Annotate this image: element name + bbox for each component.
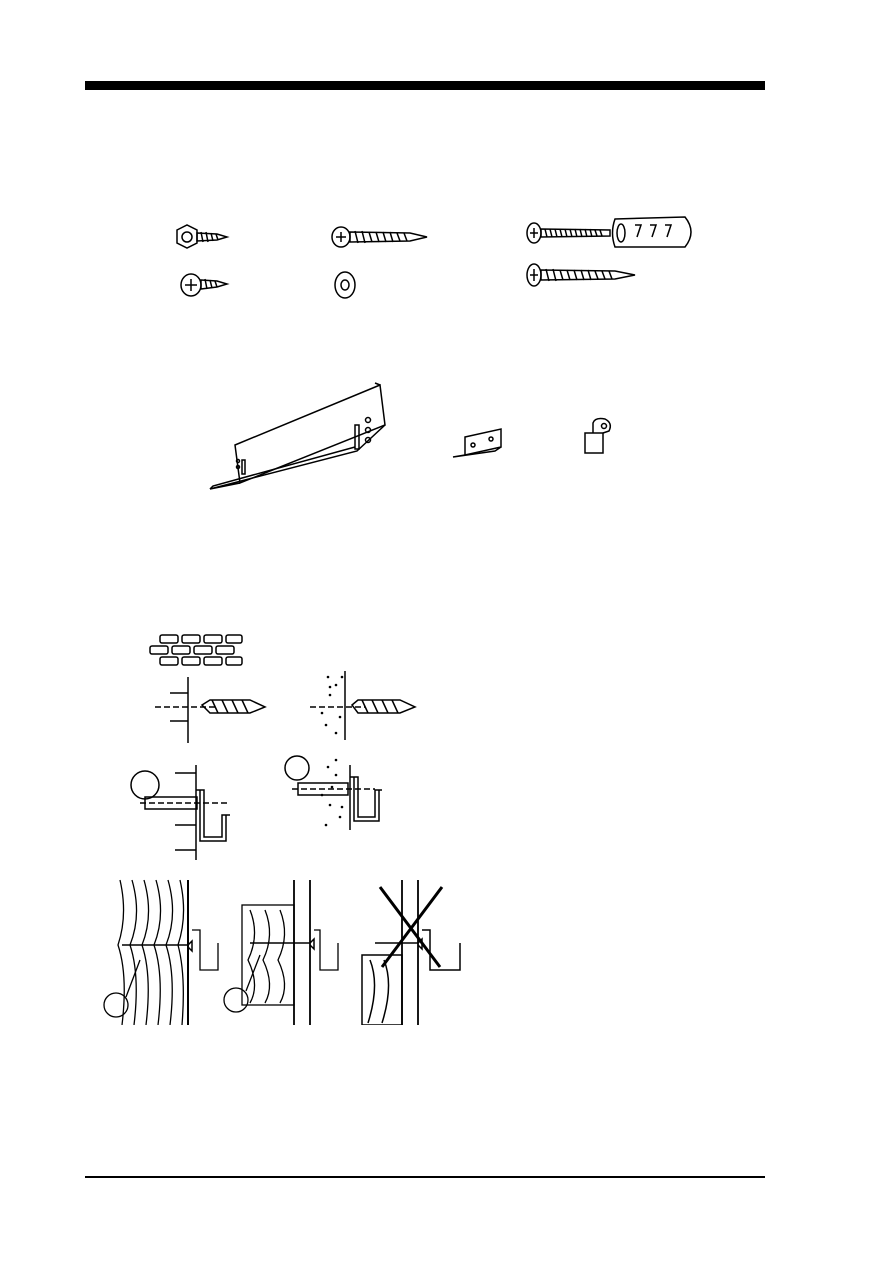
washer-icon (335, 272, 355, 298)
drill-bit-icon (155, 671, 415, 743)
hex-screw-icon (177, 225, 227, 248)
brackets-figure (175, 365, 705, 515)
long-screw-icon (332, 227, 427, 247)
incorrect-mounting-icon (362, 880, 460, 1025)
angle-bracket-icon (453, 429, 501, 457)
concrete-texture (321, 676, 344, 827)
pan-head-screw-icon (181, 274, 227, 296)
header-rule (85, 81, 765, 90)
footer-rule (85, 1176, 765, 1178)
countersunk-screw-icon (527, 264, 635, 286)
machine-screw-icon (527, 223, 610, 243)
clip-bracket-icon (585, 419, 610, 454)
wall-mounting-figure (100, 625, 480, 1025)
plug-in-wall-icon (131, 756, 382, 860)
mounting-rail-icon (210, 383, 385, 489)
screw-in-wood-icon (104, 880, 338, 1025)
wall-plug-icon (613, 217, 692, 247)
brick-wall-icon (150, 635, 242, 665)
fasteners-figure (145, 155, 740, 320)
